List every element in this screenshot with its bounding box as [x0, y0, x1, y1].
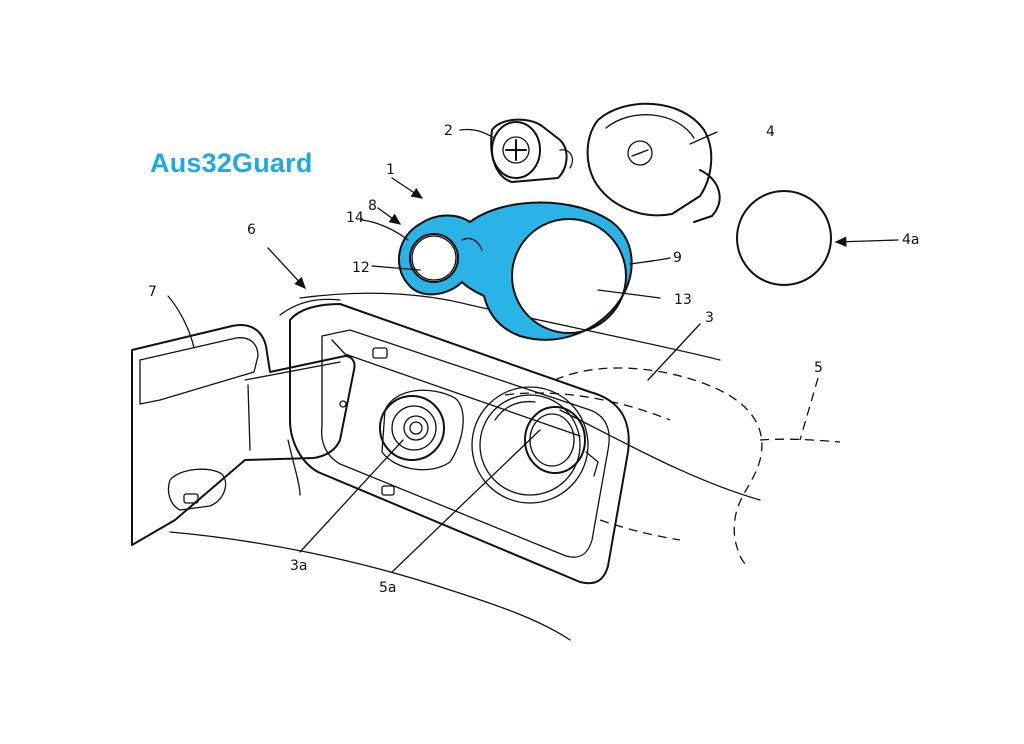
label-1: 1 [386, 162, 395, 178]
car-body-contours [169, 292, 761, 641]
label-3a: 3a [290, 558, 308, 574]
label-6: 6 [247, 222, 256, 238]
label-3: 3 [705, 310, 714, 326]
label-13: 13 [674, 292, 692, 308]
fuel-flap-7 [131, 324, 356, 546]
label-2: 2 [444, 123, 453, 139]
label-12: 12 [352, 260, 370, 276]
label-7: 7 [148, 284, 157, 300]
label-4: 4 [766, 124, 775, 140]
label-5: 5 [814, 360, 823, 376]
fuel-neck-3a [379, 389, 464, 471]
label-4a: 4a [902, 232, 920, 248]
highlighted-bracket [398, 201, 633, 341]
watermark-text: Aus32Guard [150, 148, 313, 178]
leader-lines [167, 128, 899, 573]
label-5a: 5a [379, 580, 397, 596]
label-9: 9 [673, 250, 682, 266]
seal-ring-4a [736, 190, 832, 286]
cap-4 [586, 102, 721, 223]
dashed-region-5 [504, 367, 841, 566]
bracket-outline [398, 201, 633, 341]
cap-2 [490, 118, 574, 183]
label-14: 14 [346, 210, 364, 226]
label-8: 8 [368, 198, 377, 214]
adblue-neck-5a [471, 386, 589, 504]
reference-numerals: 2 4 1 4a 8 14 6 9 12 13 7 3 5 3a 5a [148, 123, 920, 596]
